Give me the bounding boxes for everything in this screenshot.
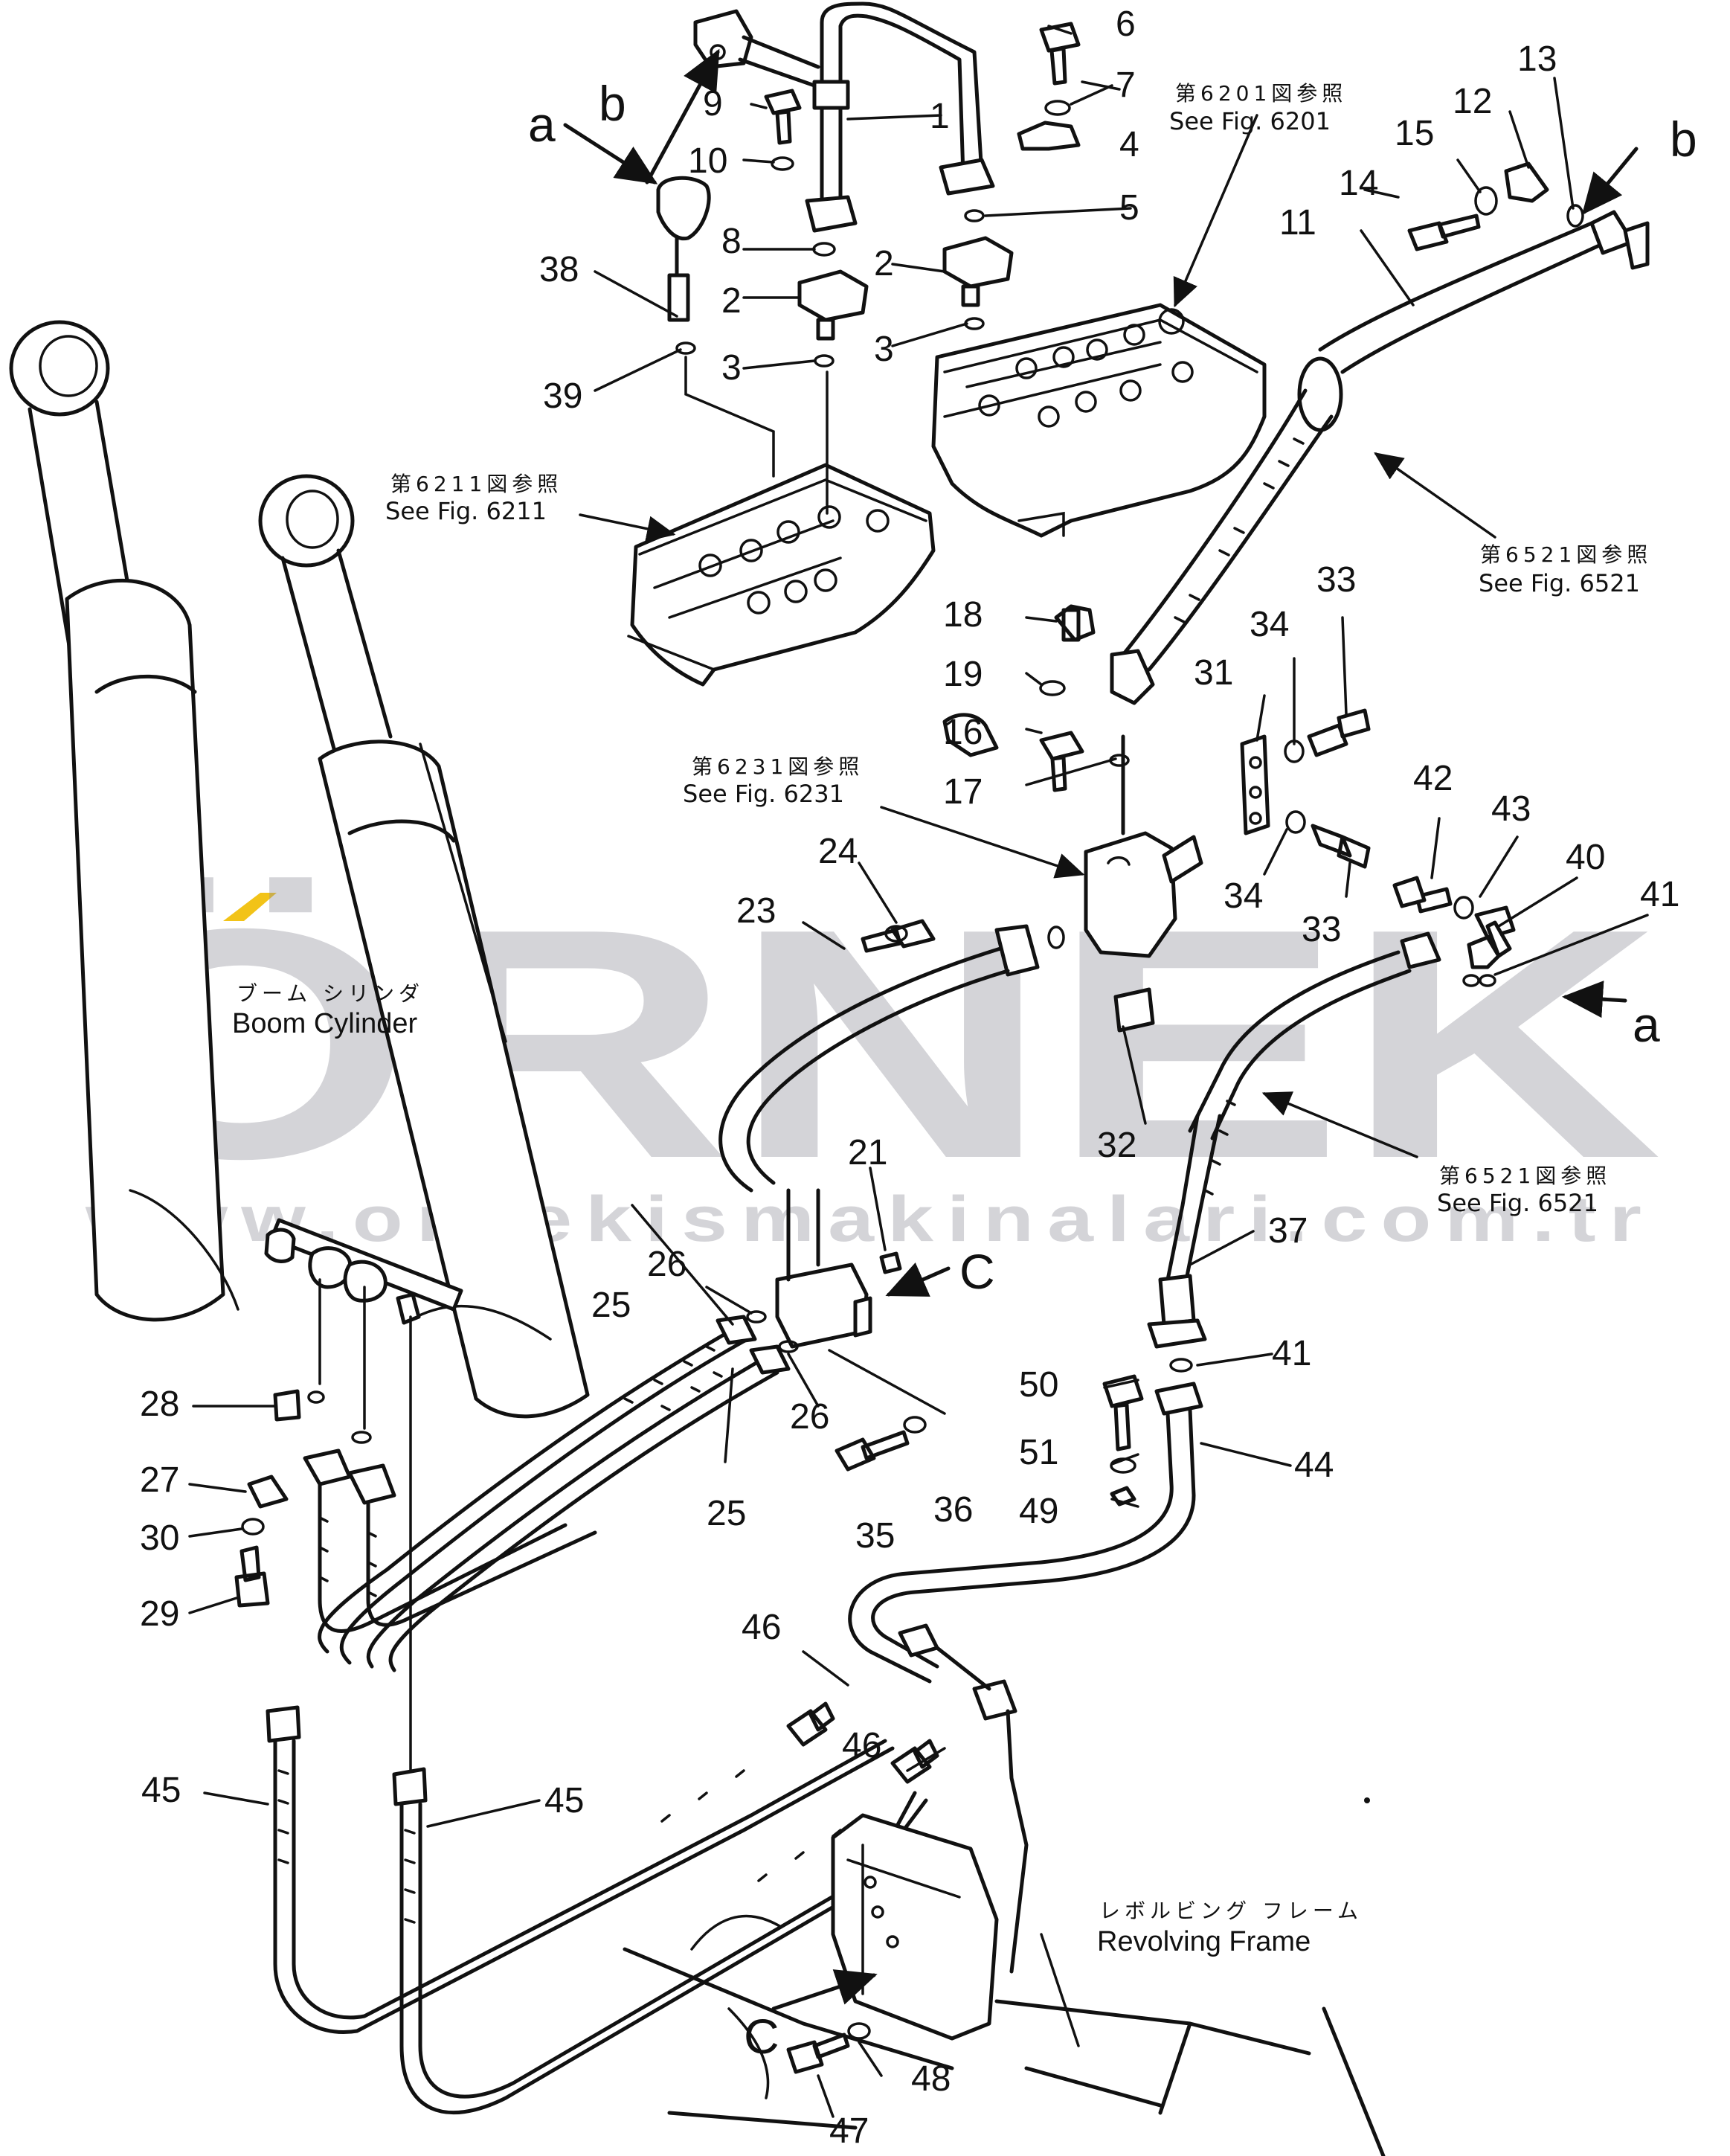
callout-47: 47 — [829, 2111, 869, 2151]
callout-40: 40 — [1566, 838, 1605, 877]
revolving-frame — [623, 1797, 1386, 2156]
ref-6521b-en: See Fig. 6521 — [1437, 1189, 1598, 1217]
watermark-url: www.ornekismakinalari.com.tr — [85, 1184, 1655, 1255]
callout-24: 24 — [818, 832, 858, 871]
letter-b-left: b — [599, 76, 626, 131]
callout-14: 14 — [1339, 164, 1378, 203]
ref-6521b-jp: 第6521図参照 — [1439, 1164, 1611, 1188]
cylinder-right-barrel — [318, 739, 590, 1419]
watermark: ÖRNEK www.ornekismakinalari.com.tr — [71, 862, 1662, 1255]
callout-8: 8 — [721, 222, 742, 261]
callout-19: 19 — [943, 655, 983, 694]
callout-2: 2 — [721, 281, 742, 321]
callout-44: 44 — [1294, 1446, 1334, 1485]
callout-45: 45 — [544, 1781, 584, 1820]
callout-46: 46 — [842, 1726, 881, 1765]
part-callouts: 1 2 2 3 3 4 5 6 7 8 9 10 11 12 13 14 15 … — [140, 4, 1679, 2151]
pipe-1-assembly — [656, 1, 1081, 515]
callout-6: 6 — [1116, 4, 1136, 44]
ref-6201-en: See Fig. 6201 — [1169, 107, 1331, 135]
ref-6521a-jp: 第6521図参照 — [1480, 542, 1652, 567]
callout-17: 17 — [943, 772, 983, 812]
ref-6231-en: See Fig. 6231 — [683, 780, 844, 808]
callout-51: 51 — [1019, 1433, 1058, 1472]
ref-6211-en: See Fig. 6211 — [385, 497, 547, 525]
callout-38: 38 — [539, 250, 579, 289]
callout-39: 39 — [543, 376, 582, 416]
callout-43: 43 — [1491, 789, 1531, 829]
connection-letters: a b b C C a — [528, 76, 1697, 2064]
callout-45: 45 — [141, 1771, 181, 1810]
ref-6521a-en: See Fig. 6521 — [1479, 569, 1640, 597]
callout-48: 48 — [911, 2059, 951, 2099]
callout-15: 15 — [1395, 114, 1434, 153]
letter-c-mid: C — [959, 1244, 995, 1299]
callout-1: 1 — [930, 97, 950, 136]
letter-a: a — [528, 97, 556, 152]
cylinder-left-eye — [9, 320, 110, 417]
boom-cylinders — [9, 320, 590, 1419]
control-valve-6211 — [627, 463, 936, 687]
callout-30: 30 — [140, 1518, 179, 1558]
callout-5: 5 — [1119, 188, 1139, 228]
callout-21: 21 — [848, 1133, 887, 1172]
junction-block-assembly — [318, 1188, 946, 1672]
callout-16: 16 — [943, 713, 983, 752]
callout-50: 50 — [1019, 1365, 1058, 1405]
captions: ブーム シリンダ Boom Cylinder レボルビング フレーム Revol… — [232, 981, 1363, 1957]
callout-27: 27 — [140, 1460, 179, 1500]
callout-12: 12 — [1453, 82, 1492, 121]
callout-37: 37 — [1268, 1211, 1308, 1251]
letter-c-bottom: C — [744, 2009, 779, 2064]
callout-25: 25 — [707, 1494, 746, 1533]
reference-labels: 第6201図参照 See Fig. 6201 第6211図参照 See Fig.… — [385, 81, 1652, 1217]
callout-3: 3 — [721, 348, 742, 388]
callout-42: 42 — [1413, 759, 1453, 798]
callout-10: 10 — [688, 141, 727, 181]
callout-3: 3 — [874, 330, 894, 369]
callout-34: 34 — [1223, 876, 1263, 916]
valve-6231-assembly — [718, 604, 1203, 1193]
watermark-brand: ÖRNEK — [71, 862, 1662, 1227]
callout-29: 29 — [140, 1594, 179, 1634]
ref-6231-jp: 第6231図参照 — [692, 754, 864, 779]
callout-26: 26 — [647, 1245, 686, 1284]
callout-32: 32 — [1097, 1126, 1136, 1165]
leader-lines — [188, 25, 1649, 2118]
callout-35: 35 — [855, 1516, 895, 1556]
letter-b-right: b — [1670, 112, 1697, 167]
ref-6211-jp: 第6211図参照 — [390, 472, 562, 496]
callout-26: 26 — [790, 1397, 829, 1437]
callout-25: 25 — [591, 1286, 631, 1325]
boom-cylinder-caption: Boom Cylinder — [232, 1008, 418, 1039]
callout-28: 28 — [140, 1385, 179, 1424]
callout-9: 9 — [703, 84, 723, 123]
letter-a-right: a — [1633, 997, 1660, 1052]
callout-11: 11 — [1279, 203, 1316, 243]
callout-13: 13 — [1517, 39, 1557, 79]
cylinder-left-barrel — [65, 578, 225, 1322]
callout-36: 36 — [933, 1490, 973, 1530]
hose-11 — [1110, 161, 1650, 705]
revolving-frame-caption-jp: レボルビング フレーム — [1099, 1899, 1363, 1923]
boom-cylinder-caption-jp: ブーム シリンダ — [237, 981, 424, 1006]
callout-2: 2 — [874, 244, 894, 283]
callout-33: 33 — [1302, 910, 1341, 949]
callout-4: 4 — [1119, 125, 1139, 164]
ref-6201-jp: 第6201図参照 — [1175, 81, 1347, 106]
callout-46: 46 — [742, 1608, 781, 1647]
callout-31: 31 — [1194, 653, 1233, 693]
callout-7: 7 — [1116, 65, 1136, 105]
callout-34: 34 — [1250, 605, 1289, 644]
callout-33: 33 — [1316, 560, 1356, 600]
callout-18: 18 — [943, 595, 983, 635]
hose-clamp — [1297, 356, 1343, 432]
callout-41: 41 — [1640, 875, 1679, 914]
control-valve-6201 — [931, 303, 1267, 538]
callout-41: 41 — [1272, 1334, 1311, 1373]
revolving-frame-caption: Revolving Frame — [1097, 1926, 1311, 1957]
callout-49: 49 — [1019, 1492, 1058, 1531]
callout-23: 23 — [736, 891, 776, 931]
